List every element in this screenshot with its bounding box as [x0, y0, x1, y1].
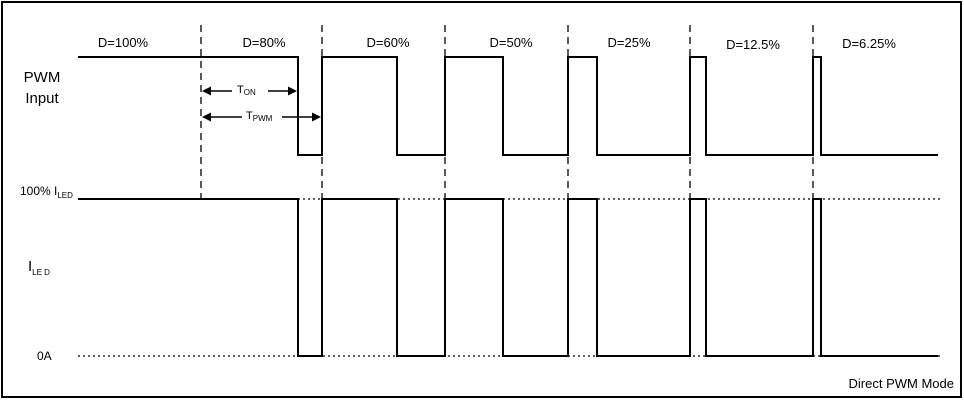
zero-level-label: 0A: [37, 349, 52, 363]
duty-label-25: D=25%: [608, 35, 651, 50]
mode-label: Direct PWM Mode: [849, 376, 954, 391]
duty-label-6-25: D=6.25%: [842, 36, 896, 51]
duty-label-12-5: D=12.5%: [726, 37, 780, 52]
tpwm-label: TPWM: [246, 110, 273, 123]
led-current-waveform: [78, 198, 938, 357]
pwm-label: PWM: [24, 69, 61, 86]
pwm-input-waveform: [78, 56, 938, 156]
iled-label: ILE D: [28, 258, 50, 277]
frame: [1, 1, 962, 398]
duty-label-80: D=80%: [243, 35, 286, 50]
period-boundaries: [200, 25, 814, 199]
ton-label: TON: [237, 84, 256, 97]
full-level-label: 100% ILED: [20, 184, 73, 200]
duty-label-50: D=50%: [490, 35, 533, 50]
duty-label-60: D=60%: [367, 35, 410, 50]
tpwm-label-background: [242, 106, 282, 123]
input-label: Input: [25, 90, 59, 107]
ton-label-background: [232, 80, 268, 97]
duty-label-100: D=100%: [98, 35, 149, 50]
